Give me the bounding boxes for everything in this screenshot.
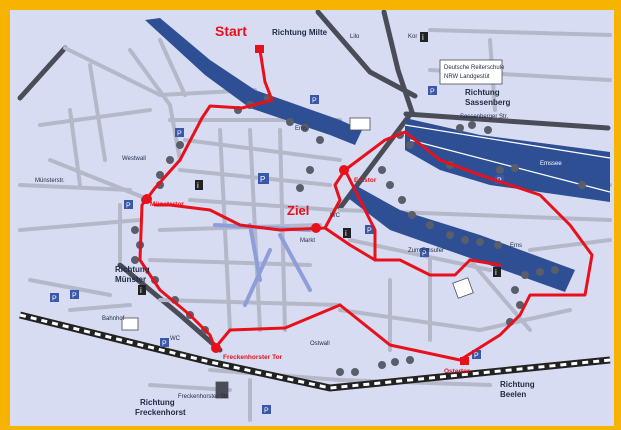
parking-icon: P bbox=[420, 248, 429, 258]
svg-text:i: i bbox=[197, 181, 199, 190]
svg-text:P: P bbox=[422, 251, 427, 258]
street-label-freckenhorster-str: Freckenhorster Str. bbox=[178, 394, 229, 400]
svg-text:i: i bbox=[140, 286, 142, 295]
wc-label-1: WC bbox=[330, 213, 341, 219]
parking-icon: P bbox=[160, 338, 169, 348]
parking-icon: P bbox=[175, 128, 184, 138]
river-label-ems-2: Ems bbox=[510, 243, 522, 249]
svg-text:P: P bbox=[260, 175, 265, 184]
info-icon: i bbox=[420, 32, 428, 42]
parking-icon: P bbox=[262, 405, 271, 415]
direction-freckenhorst-1: Richtung bbox=[140, 398, 175, 407]
route-markers bbox=[142, 45, 469, 365]
trees bbox=[131, 94, 586, 376]
river-label-ems-1: Ems bbox=[295, 126, 307, 132]
parking-icon: P bbox=[50, 293, 59, 303]
river-label-emssee: Emssee bbox=[540, 161, 562, 167]
direction-sassenberg-1: Richtung bbox=[465, 88, 500, 97]
svg-text:P: P bbox=[312, 98, 317, 105]
parking-icon: P bbox=[70, 290, 79, 300]
svg-text:i: i bbox=[345, 229, 347, 238]
landmark-buildings bbox=[121, 117, 474, 399]
freckenhorster-tor-marker bbox=[211, 343, 221, 353]
parking-signs: P P P P P P P P P P P P P bbox=[50, 86, 504, 415]
street-label-lilo: Lilo bbox=[350, 34, 360, 40]
street-label-kor: Kor bbox=[408, 34, 417, 40]
emstor-marker bbox=[339, 165, 349, 175]
street-label-muensterstr: Münsterstr. bbox=[35, 178, 65, 184]
info-icon: i bbox=[343, 228, 351, 238]
street-label-ostwall: Ostwall bbox=[310, 341, 330, 347]
parking-icon: P bbox=[124, 200, 133, 210]
railway-line bbox=[19, 311, 611, 392]
direction-beelen-1: Richtung bbox=[500, 380, 535, 389]
label-emstor: Emstor bbox=[354, 177, 377, 184]
route-path bbox=[138, 48, 594, 362]
parking-icon: P bbox=[258, 173, 269, 184]
start-marker bbox=[255, 45, 264, 53]
direction-milte: Richtung Milte bbox=[272, 28, 328, 37]
svg-text:P: P bbox=[177, 131, 182, 138]
muenstertor-marker bbox=[142, 194, 152, 204]
info-box-line1: Deutsche Reiterschule bbox=[444, 65, 505, 71]
street-label-zum-emsufer: Zum Emsufer bbox=[408, 248, 444, 254]
ostertor-marker bbox=[460, 357, 469, 365]
svg-text:P: P bbox=[430, 89, 435, 96]
parking-icon: P bbox=[310, 95, 319, 105]
label-muenstertor: Münstertor bbox=[150, 201, 184, 208]
parking-icon: P bbox=[365, 225, 374, 235]
svg-text:P: P bbox=[367, 228, 372, 235]
info-icons: i i i i i bbox=[138, 32, 501, 295]
direction-sassenberg-2: Sassenberg bbox=[465, 98, 510, 107]
info-icon: i bbox=[195, 180, 203, 190]
direction-muenster-2: Münster bbox=[115, 275, 146, 284]
svg-text:P: P bbox=[52, 296, 57, 303]
street-label-bahnhof: Bahnhof bbox=[102, 316, 125, 322]
ziel-marker bbox=[311, 223, 321, 233]
label-start: Start bbox=[215, 23, 247, 39]
info-icon: i bbox=[138, 285, 146, 295]
svg-text:P: P bbox=[162, 341, 167, 348]
svg-text:P: P bbox=[126, 203, 131, 210]
direction-freckenhorst-2: Freckenhorst bbox=[135, 408, 186, 417]
info-box: Deutsche Reiterschule NRW Landgestüt bbox=[439, 59, 505, 85]
label-ostertor: Ostertor bbox=[444, 368, 470, 375]
svg-text:i: i bbox=[422, 33, 424, 42]
parking-icon: P bbox=[428, 86, 437, 96]
svg-text:i: i bbox=[495, 268, 497, 277]
label-freckenhorster-tor: Freckenhorster Tor bbox=[223, 354, 283, 361]
street-label-westwall: Westwall bbox=[122, 156, 146, 162]
direction-beelen-2: Beelen bbox=[500, 390, 526, 399]
city-map: P P P P P P P P P P P P P i i i i i Deut… bbox=[10, 10, 614, 426]
direction-muenster-1: Richtung bbox=[115, 265, 150, 274]
street-label-markt: Markt bbox=[300, 238, 315, 244]
wc-label-2: WC bbox=[170, 336, 181, 342]
parking-icon: P bbox=[472, 350, 481, 360]
street-label-sassenberger-str: Sassenberger Str. bbox=[460, 114, 508, 120]
info-icon: i bbox=[493, 267, 501, 277]
svg-text:P: P bbox=[474, 353, 479, 360]
river-bank-lines bbox=[404, 124, 611, 193]
svg-text:P: P bbox=[72, 293, 77, 300]
svg-text:P: P bbox=[264, 408, 269, 415]
label-ziel: Ziel bbox=[287, 203, 309, 218]
info-box-line2: NRW Landgestüt bbox=[444, 74, 490, 80]
